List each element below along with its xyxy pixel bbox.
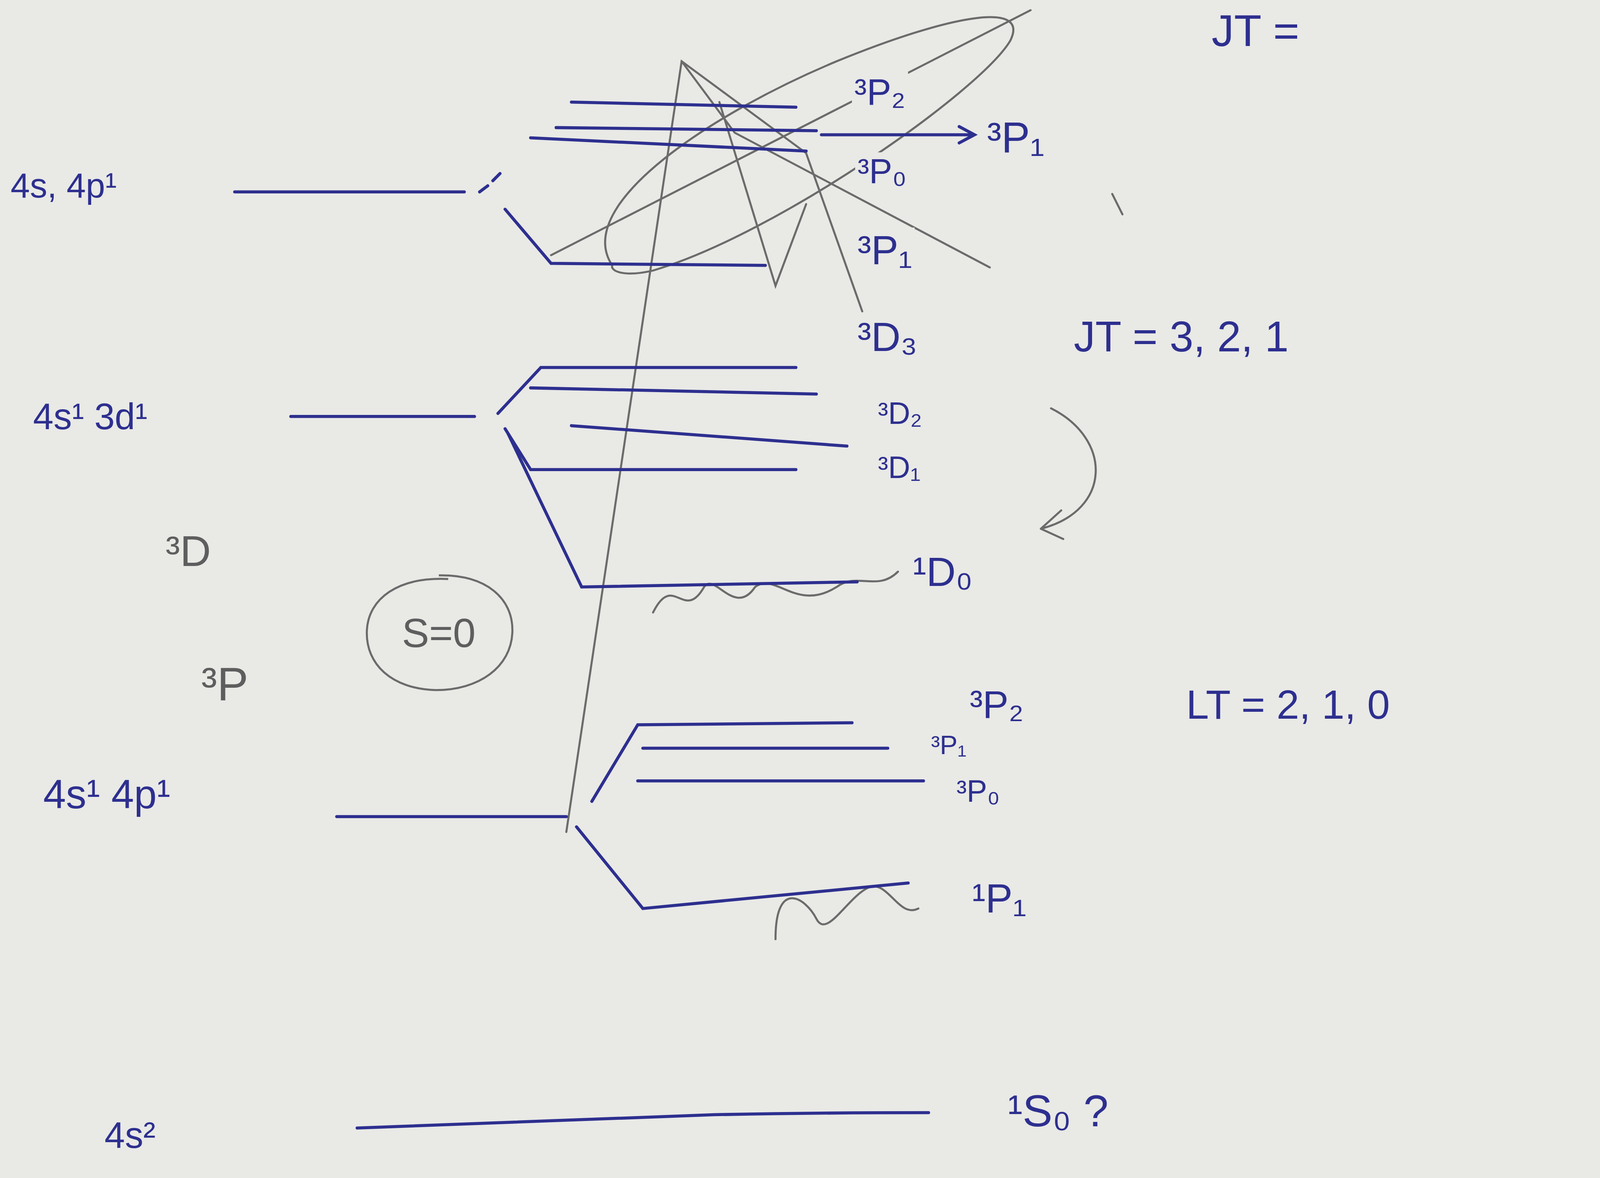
level-label: ¹D₀ xyxy=(910,549,975,594)
pencil-line xyxy=(551,10,1031,256)
level-label: ¹S₀ ? xyxy=(1004,1085,1111,1135)
level-line xyxy=(530,387,817,394)
circled-note: S=0 xyxy=(360,571,517,694)
level-label: ³P₀ xyxy=(855,152,910,191)
level-line xyxy=(505,428,796,470)
level-label: ³P₂ xyxy=(851,71,908,112)
level-line xyxy=(356,1112,929,1128)
level-label: ³D xyxy=(163,527,214,575)
level-line xyxy=(530,137,807,152)
level-label: LT = 2, 1, 0 xyxy=(1183,681,1393,727)
level-label: 4s, 4p¹ xyxy=(8,166,120,205)
level-line xyxy=(576,826,909,909)
level-line xyxy=(507,433,857,587)
pencil-mark xyxy=(1112,193,1123,215)
level-link xyxy=(479,173,500,192)
level-label: ³P xyxy=(199,657,251,710)
level-label: ³P₂ xyxy=(967,682,1027,726)
level-label: ¹P₁ xyxy=(969,875,1029,921)
level-label: ³D₂ xyxy=(875,396,925,431)
level-line xyxy=(505,209,766,266)
level-label: ³D₁ xyxy=(875,450,924,485)
level-line xyxy=(234,190,465,194)
level-label: ³P₁ xyxy=(984,114,1047,162)
level-label: ³D₃ xyxy=(855,314,920,359)
level-line xyxy=(555,127,817,131)
level-label: ³P₁ xyxy=(855,227,915,273)
level-arrow xyxy=(821,126,975,143)
level-label: 4s¹ 4p¹ xyxy=(40,771,173,817)
level-line xyxy=(637,779,924,783)
energy-levels xyxy=(234,102,975,1128)
level-label: 4s² xyxy=(102,1114,158,1155)
level-line xyxy=(591,722,852,802)
level-line xyxy=(290,414,475,419)
pencil-scribble xyxy=(652,571,898,613)
pencil-curved-arrow xyxy=(1040,408,1096,539)
level-label: 4s¹ 3d¹ xyxy=(30,396,150,437)
pencil-scribbles xyxy=(551,10,1123,939)
circled-text: S=0 xyxy=(401,610,476,655)
level-line xyxy=(571,425,848,446)
level-line xyxy=(336,814,567,819)
level-line xyxy=(571,102,797,108)
level-label: ³P₀ xyxy=(954,774,1003,808)
level-label: JT = xyxy=(1209,6,1303,56)
level-line xyxy=(642,746,888,750)
level-label: JT = 3, 2, 1 xyxy=(1071,312,1292,361)
level-label: ³P₁ xyxy=(928,730,969,760)
circle-stroke xyxy=(366,575,513,690)
